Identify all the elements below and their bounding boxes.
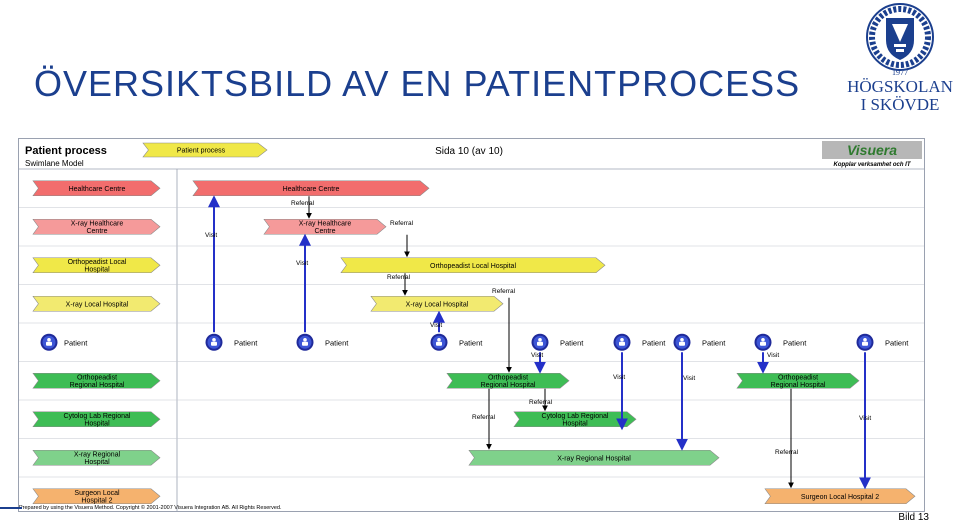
lane-label-xray_regional: Hospital bbox=[84, 459, 110, 466]
visit-flow-5-label: Visit bbox=[613, 374, 625, 381]
activity-label-a_xray_hc: Centre bbox=[314, 228, 335, 235]
lane-label-ortho_local: Hospital bbox=[84, 267, 110, 274]
patient-label: Patient bbox=[234, 338, 258, 347]
visuera-tagline: Kopplar verksamhet och IT bbox=[833, 162, 911, 168]
activity-label-a_cytolog: Cytolog Lab Regional bbox=[542, 413, 609, 420]
lane-label-ortho_regional: Orthopeadist bbox=[77, 375, 117, 382]
activity-a_xray_hc bbox=[263, 218, 387, 235]
lane-header-xray_local bbox=[32, 295, 161, 312]
header-tag-arrow bbox=[142, 142, 268, 158]
referral-flow-1-label: Referral bbox=[291, 200, 315, 207]
visuera-brand: Visuera bbox=[847, 142, 897, 158]
slide-title: ÖVERSIKTSBILD AV EN PATIENTPROCESS bbox=[34, 63, 801, 104]
lane-label-ortho_local: Orthopeadist Local bbox=[68, 259, 127, 266]
visit-flow-7-label: Visit bbox=[767, 352, 779, 359]
lane-label-healthcare: Healthcare Centre bbox=[69, 186, 126, 193]
visit-flow-2-label: Visit bbox=[296, 260, 308, 267]
visit-flow-4-label: Visit bbox=[531, 352, 543, 359]
referral-flow-5-label: Referral bbox=[529, 399, 553, 406]
referral-flow-4-label: Referral bbox=[492, 288, 516, 295]
lane-label-cytolog: Hospital bbox=[84, 421, 110, 428]
patient-icon bbox=[205, 333, 223, 351]
lane-header-ortho_regional bbox=[32, 372, 161, 389]
activity-label-a_healthcare: Healthcare Centre bbox=[283, 186, 340, 193]
referral-flow-7-label: Referral bbox=[775, 449, 799, 456]
footer-rule bbox=[0, 507, 22, 509]
lane-header-surgeon bbox=[32, 488, 161, 505]
diagram-copyright: Prepared by using the Visuera Method. Co… bbox=[19, 504, 282, 511]
logo-year: 1977 bbox=[892, 68, 908, 77]
patient-icon bbox=[856, 333, 874, 351]
lane-label-xray_hc: X-ray Healthcare bbox=[71, 221, 124, 228]
logo-line-2: I SKÖVDE bbox=[860, 95, 940, 114]
activity-a_ortho_local bbox=[340, 257, 606, 274]
referral-flow-3-label: Referral bbox=[387, 274, 411, 281]
activity-a_ortho_reg1 bbox=[446, 372, 570, 389]
activity-label-a_cytolog: Hospital bbox=[562, 421, 588, 428]
lane-header-xray_regional bbox=[32, 449, 161, 466]
patient-label: Patient bbox=[642, 338, 666, 347]
activity-label-a_ortho_reg1: Orthopeadist bbox=[488, 375, 528, 382]
patient-icon bbox=[754, 333, 772, 351]
activity-a_healthcare bbox=[192, 180, 430, 197]
patient-label: Patient bbox=[325, 338, 349, 347]
activity-a_surgeon bbox=[764, 488, 916, 505]
lane-header-healthcare bbox=[32, 180, 161, 197]
lane-label-cytolog: Cytolog Lab Regional bbox=[64, 413, 131, 420]
activity-a_ortho_reg2 bbox=[736, 372, 860, 389]
patient-icon bbox=[673, 333, 691, 351]
lane-label-surgeon: Hospital 2 bbox=[81, 498, 112, 505]
diagram-header-tag: Patient process bbox=[177, 148, 226, 155]
activity-label-a_ortho_reg2: Regional Hospital bbox=[771, 382, 826, 389]
patient-icon bbox=[613, 333, 631, 351]
logo-line-1: HÖGSKOLAN bbox=[847, 77, 953, 96]
lane-header-ortho_local bbox=[32, 257, 161, 274]
activity-label-a_ortho_local: Orthopeadist Local Hospital bbox=[430, 263, 516, 270]
lane-label-xray_local: X-ray Local Hospital bbox=[66, 301, 129, 308]
lane-label-patient: Patient bbox=[64, 338, 88, 347]
university-logo: 1977 HÖGSKOLAN I SKÖVDE bbox=[842, 2, 958, 114]
patient-label: Patient bbox=[885, 338, 909, 347]
patient-label: Patient bbox=[702, 338, 726, 347]
diagram-subtitle: Swimlane Model bbox=[25, 159, 84, 168]
referral-flow-6-label: Referral bbox=[472, 414, 496, 421]
patient-label: Patient bbox=[560, 338, 584, 347]
patient-icon bbox=[40, 333, 58, 351]
lane-label-xray_hc: Centre bbox=[86, 228, 107, 235]
university-crest-icon bbox=[866, 3, 934, 71]
lane-label-xray_regional: X-ray Regional bbox=[74, 452, 121, 459]
activity-label-a_xray_local: X-ray Local Hospital bbox=[406, 301, 469, 308]
patient-icon bbox=[531, 333, 549, 351]
lane-label-ortho_regional: Regional Hospital bbox=[70, 382, 125, 389]
page-label: Bild 13 bbox=[898, 512, 929, 523]
patient-icon bbox=[430, 333, 448, 351]
patient-label: Patient bbox=[783, 338, 807, 347]
activity-label-a_xray_hc: X-ray Healthcare bbox=[299, 221, 352, 228]
activity-label-a_ortho_reg2: Orthopeadist bbox=[778, 375, 818, 382]
patient-label: Patient bbox=[459, 338, 483, 347]
activity-label-a_ortho_reg1: Regional Hospital bbox=[481, 382, 536, 389]
activity-a_xray_local bbox=[370, 295, 504, 312]
activity-a_xray_reg bbox=[468, 449, 720, 466]
visit-flow-1-label: Visit bbox=[205, 232, 217, 239]
visit-flow-6-label: Visit bbox=[683, 375, 695, 382]
activity-label-a_surgeon: Surgeon Local Hospital 2 bbox=[801, 494, 879, 501]
lane-header-xray_hc bbox=[32, 218, 161, 235]
visit-flow-8-label: Visit bbox=[859, 415, 871, 422]
lane-header-cytolog bbox=[32, 411, 161, 428]
lane-label-surgeon: Surgeon Local bbox=[74, 490, 120, 497]
patient-icon bbox=[296, 333, 314, 351]
visuera-logo-box bbox=[822, 141, 922, 159]
activity-label-a_xray_reg: X-ray Regional Hospital bbox=[557, 455, 631, 462]
referral-flow-2-label: Referral bbox=[390, 220, 414, 227]
diagram-header-title: Patient process bbox=[25, 145, 107, 157]
diagram-page-info: Sida 10 (av 10) bbox=[435, 146, 503, 157]
visit-flow-3-label: Visit bbox=[430, 322, 442, 329]
